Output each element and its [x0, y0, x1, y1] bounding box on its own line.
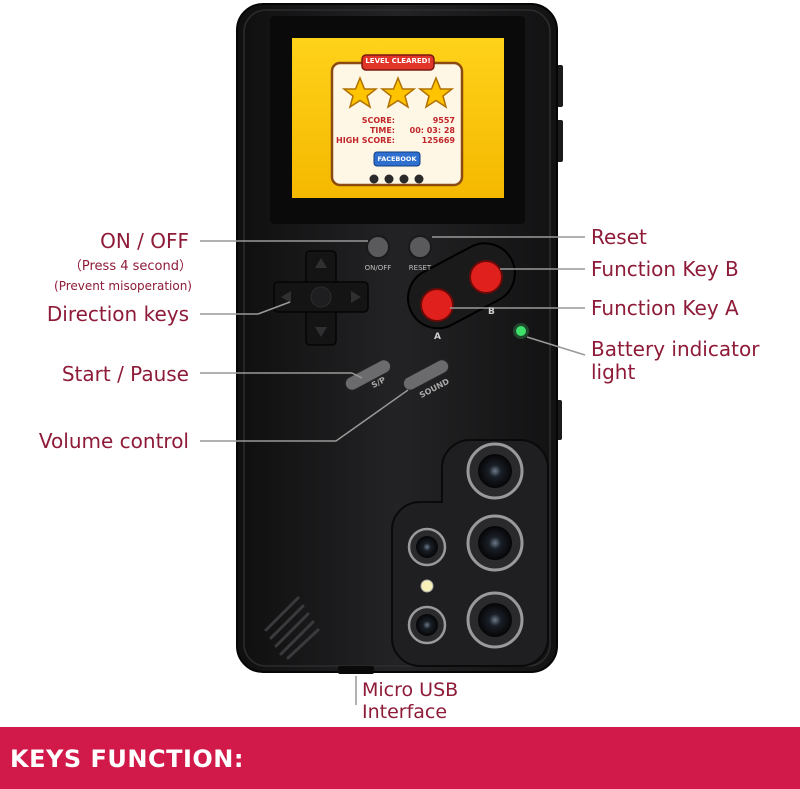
- time-label: TIME:: [369, 126, 395, 135]
- score-value: 9557: [432, 116, 455, 125]
- camera-lens-icon: [466, 442, 524, 500]
- reset-label: Reset: [591, 225, 647, 249]
- reset-button: [408, 235, 432, 259]
- flash-icon: [420, 579, 434, 593]
- camera-lens-icon: [466, 591, 524, 649]
- button-b: [469, 260, 503, 294]
- arrow-up-icon: [315, 258, 327, 268]
- keys-function-banner: KEYS FUNCTION:: [0, 727, 800, 789]
- high-score-label: HIGH SCORE:: [336, 136, 395, 145]
- high-score-value: 125669: [421, 136, 455, 145]
- battery-indicator-label: Battery indicator light: [591, 338, 759, 384]
- next-icon: [399, 174, 409, 184]
- camera-lens-icon: [407, 605, 447, 645]
- micro-usb-line-1: Micro USB: [362, 679, 459, 701]
- screen-banner-text: LEVEL CLEARED!: [365, 57, 431, 65]
- on-off-button: [366, 235, 390, 259]
- keys-function-title: KEYS FUNCTION:: [10, 745, 244, 773]
- battery-indicator-line-2: light: [591, 360, 636, 384]
- micro-usb-line-2: Interface: [362, 701, 448, 723]
- menu-icon: [369, 174, 379, 184]
- camera-lens-icon: [466, 514, 524, 572]
- arrow-left-icon: [281, 291, 291, 303]
- on-off-label: ON / OFF: [100, 229, 189, 253]
- star-icon: [341, 76, 379, 109]
- a-device-label: A: [434, 332, 441, 342]
- battery-indicator-line-1: Battery indicator: [591, 337, 760, 361]
- function-key-b-label: Function Key B: [591, 257, 739, 281]
- leader-lines: [200, 236, 586, 705]
- score-label: SCORE:: [361, 116, 395, 125]
- sound-button: [402, 358, 450, 392]
- star-icon: [379, 76, 417, 109]
- volume-control-label: Volume control: [38, 429, 189, 453]
- speaker-grille-icon: [264, 596, 320, 660]
- battery-led: [516, 326, 526, 336]
- start-pause-button: [344, 358, 392, 392]
- direction-pad: [273, 250, 369, 346]
- restart-icon: [384, 174, 394, 184]
- on-off-note-1: （Press 4 second）: [68, 259, 192, 274]
- direction-keys-label: Direction keys: [46, 302, 189, 326]
- button-a: [420, 288, 454, 322]
- reset-device-label: RESET: [408, 264, 432, 272]
- facebook-button-shape: [373, 151, 421, 167]
- b-device-label: B: [488, 307, 495, 317]
- facebook-button: FACEBOOK: [377, 155, 417, 163]
- time-value: 00: 03: 28: [409, 126, 455, 135]
- usb-port: [338, 666, 374, 674]
- arrow-down-icon: [315, 327, 327, 337]
- on-off-note-2: (Prevent misoperation): [54, 279, 192, 293]
- save-icon: [414, 174, 424, 184]
- dialog-banner: [361, 54, 435, 71]
- on-off-device-label: ON/OFF: [364, 264, 392, 272]
- arrow-right-icon: [351, 291, 361, 303]
- micro-usb-label: Micro USB Interface: [362, 679, 458, 723]
- start-pause-label: Start / Pause: [61, 362, 189, 386]
- function-key-a-label: Function Key A: [591, 296, 739, 320]
- camera-lens-icon: [407, 527, 447, 567]
- star-icon: [417, 76, 455, 109]
